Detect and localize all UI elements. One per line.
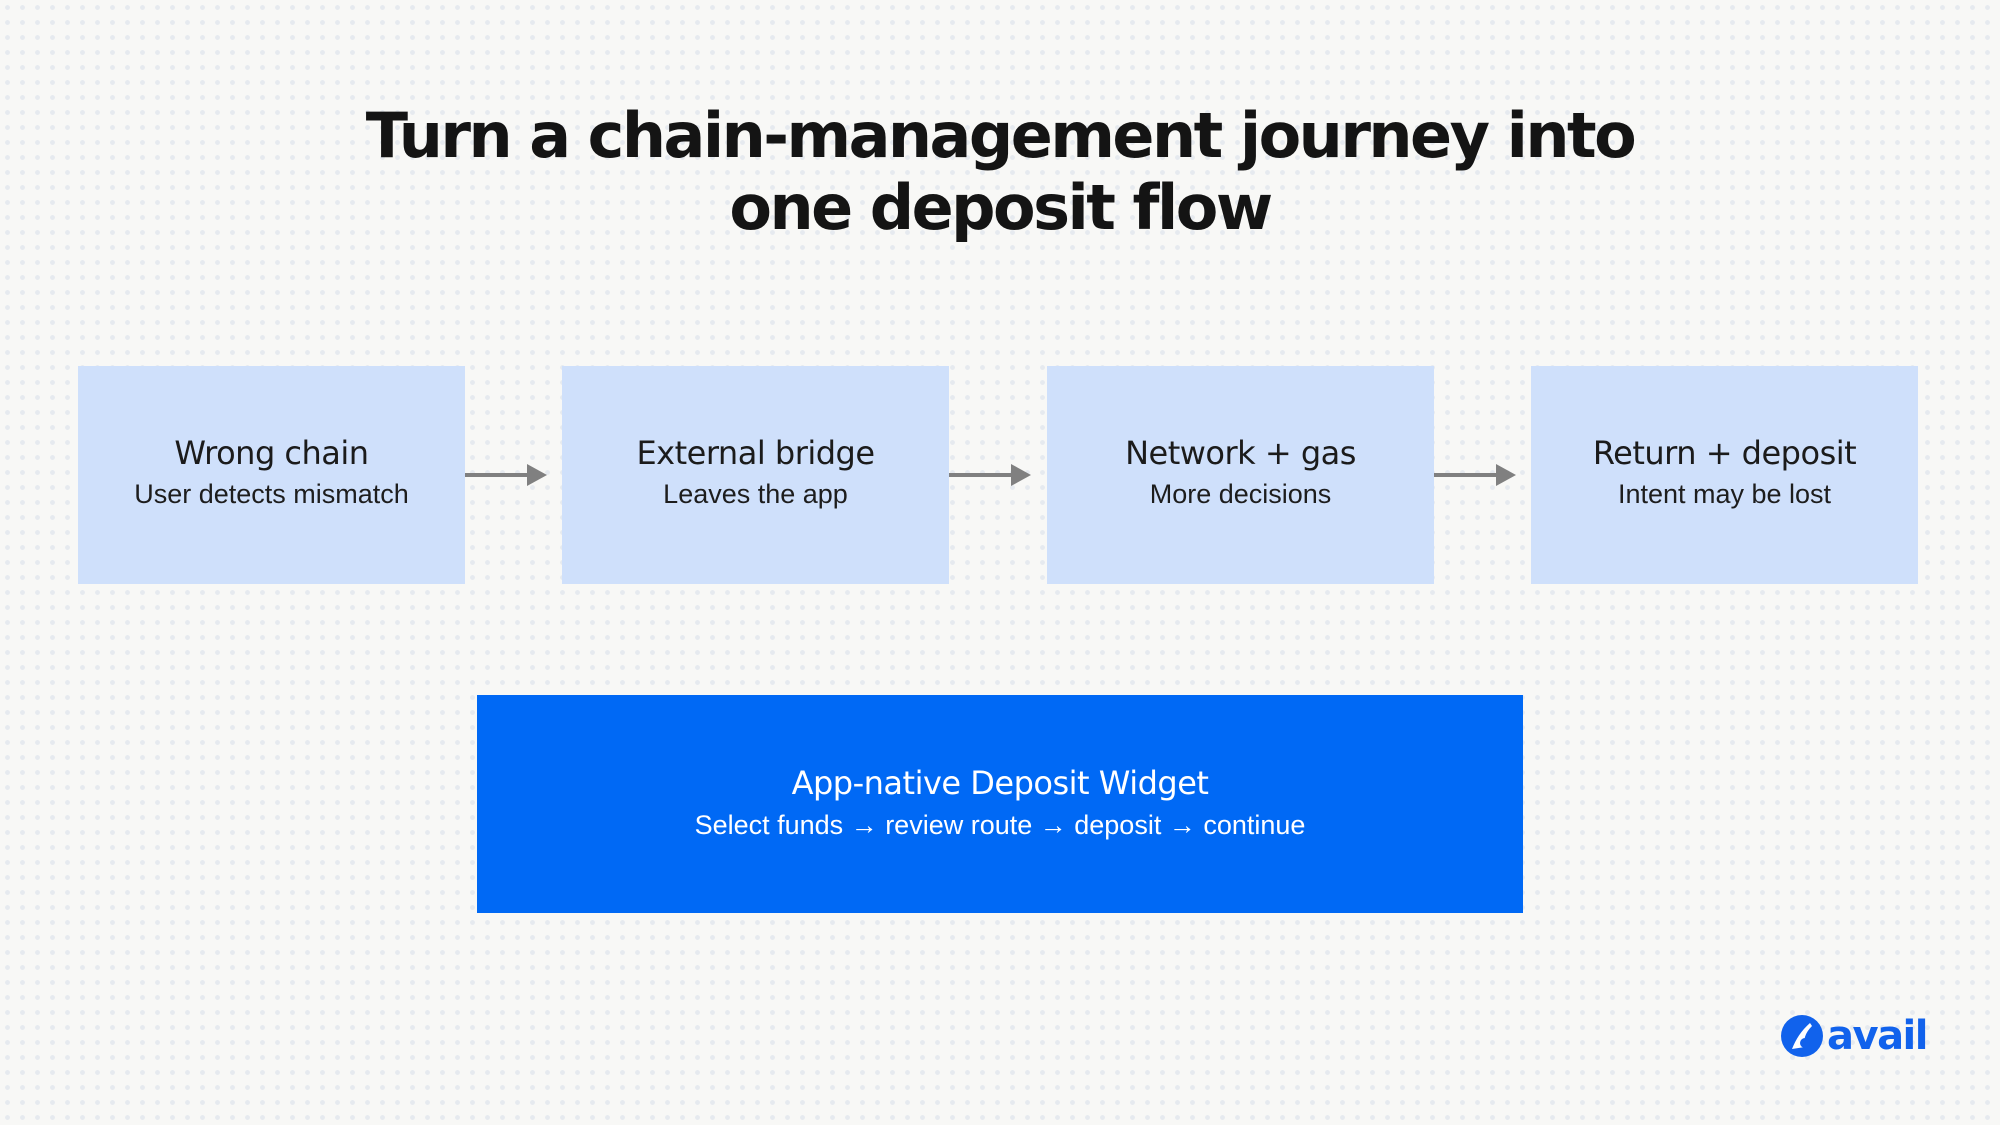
arrow-right-icon bbox=[465, 464, 547, 486]
logo-text: avail bbox=[1827, 1013, 1928, 1059]
step-subtitle: User detects mismatch bbox=[134, 479, 409, 509]
page-title: Turn a chain-management journey into one… bbox=[0, 100, 2000, 244]
widget-title: App-native Deposit Widget bbox=[791, 764, 1209, 802]
step-title: Return + deposit bbox=[1592, 434, 1857, 472]
step-title: Wrong chain bbox=[174, 434, 369, 472]
step-external-bridge: External bridge Leaves the app bbox=[562, 366, 949, 584]
step-wrong-chain: Wrong chain User detects mismatch bbox=[78, 366, 465, 584]
step-network-gas: Network + gas More decisions bbox=[1047, 366, 1434, 584]
step-subtitle: More decisions bbox=[1149, 479, 1332, 509]
avail-logo: avail bbox=[1779, 1013, 1928, 1059]
step-title: Network + gas bbox=[1125, 434, 1356, 472]
step-subtitle: Intent may be lost bbox=[1617, 479, 1832, 509]
arrow-right-icon bbox=[949, 464, 1031, 486]
avail-logo-icon bbox=[1781, 1015, 1823, 1057]
step-subtitle: Leaves the app bbox=[663, 479, 848, 509]
title-line-1: Turn a chain-management journey into bbox=[365, 99, 1637, 172]
widget-subtitle: Select funds → review route → deposit → … bbox=[694, 810, 1306, 840]
title-line-2: one deposit flow bbox=[729, 171, 1273, 244]
deposit-widget-box: App-native Deposit Widget Select funds →… bbox=[477, 695, 1523, 913]
step-title: External bridge bbox=[636, 434, 875, 472]
arrow-right-icon bbox=[1434, 464, 1516, 486]
step-return-deposit: Return + deposit Intent may be lost bbox=[1531, 366, 1918, 584]
